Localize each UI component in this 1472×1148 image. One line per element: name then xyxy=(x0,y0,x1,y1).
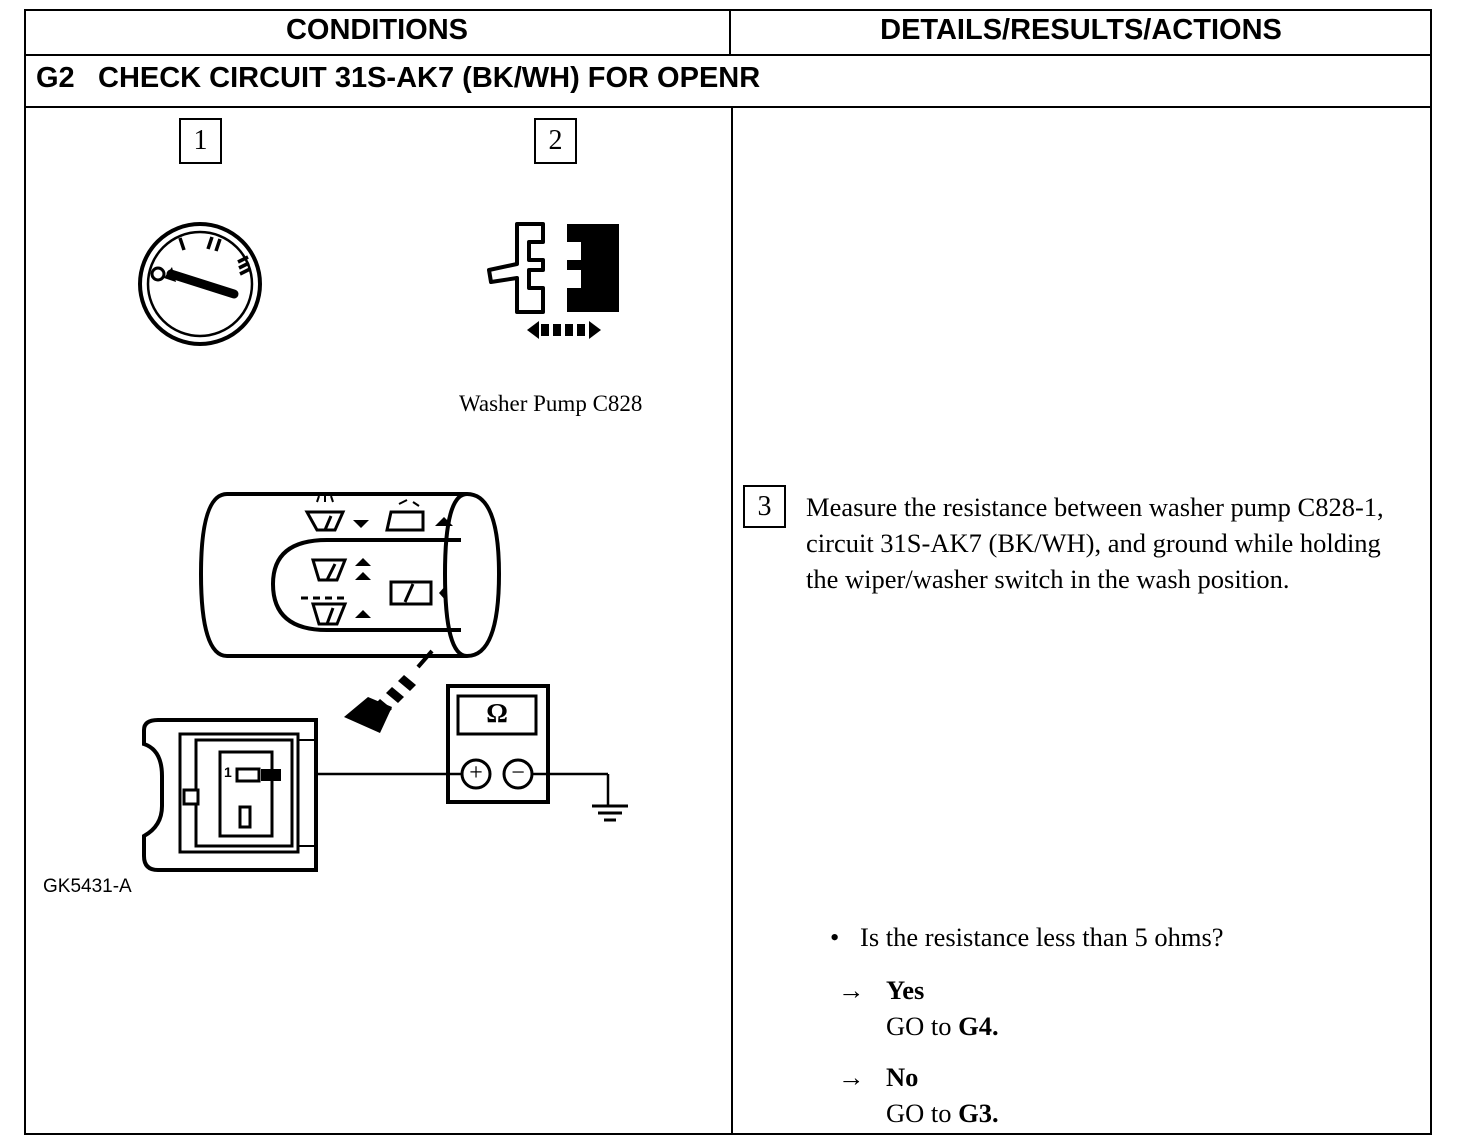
no-action-target: G3. xyxy=(958,1098,999,1128)
yes-action-target: G4. xyxy=(958,1011,999,1041)
header-rule xyxy=(25,54,1431,56)
resistance-question: • Is the resistance less than 5 ohms? xyxy=(830,922,1224,953)
conditions-header: CONDITIONS xyxy=(285,14,469,46)
no-action-prefix: GO to xyxy=(886,1098,959,1128)
figure-id: GK5431-A xyxy=(43,876,132,897)
details-header: DETAILS/RESULTS/ACTIONS xyxy=(880,14,1282,46)
yes-label: Yes xyxy=(886,975,925,1005)
no-label: No xyxy=(886,1062,919,1092)
column-divider-top xyxy=(729,10,731,56)
step-3-instruction: Measure the resistance between washer pu… xyxy=(806,492,1384,594)
pin-number-label: 1 xyxy=(224,764,232,780)
column-divider xyxy=(731,107,733,1134)
connector-face-icon xyxy=(142,718,318,872)
question-text: Is the resistance less than 5 ohms? xyxy=(860,922,1224,952)
step-1-box: 1 xyxy=(179,118,222,164)
step-title-row: G2 CHECK CIRCUIT 31S-AK7 (BK/WH) FOR OPEN… xyxy=(36,62,760,95)
step-title: CHECK CIRCUIT 31S-AK7 (BK/WH) FOR OPENR xyxy=(98,62,761,94)
no-action: GO to G3. xyxy=(838,1095,999,1131)
procedure-table xyxy=(24,9,1432,1135)
connector-disconnect-icon xyxy=(487,222,619,339)
ground-symbol-icon xyxy=(592,804,628,822)
meter-negative-terminal: − xyxy=(511,760,525,786)
step-code: G2 xyxy=(36,62,75,94)
meter-positive-terminal: + xyxy=(469,760,483,786)
answer-no: → No GO to G3. xyxy=(838,1059,999,1131)
ignition-switch-icon xyxy=(138,222,262,346)
subheader-rule xyxy=(25,106,1431,108)
step-2-box: 2 xyxy=(534,118,577,164)
yes-action-prefix: GO to xyxy=(886,1011,959,1041)
test-lead-wiring xyxy=(280,772,610,805)
connector-caption: Washer Pump C828 xyxy=(459,391,643,416)
bullet: • xyxy=(830,922,840,952)
yes-arrow-icon: → xyxy=(838,975,865,1005)
ohmmeter-icon xyxy=(446,684,550,804)
wiper-washer-switch-icon xyxy=(198,492,502,658)
no-arrow-icon: → xyxy=(838,1062,865,1092)
yes-action: GO to G4. xyxy=(838,1008,999,1044)
ohmmeter-symbol: Ω xyxy=(486,698,508,728)
step-3-box: 3 xyxy=(743,485,786,528)
answer-yes: → Yes GO to G4. xyxy=(838,972,999,1044)
probe-direction-arrow-icon xyxy=(344,649,434,733)
